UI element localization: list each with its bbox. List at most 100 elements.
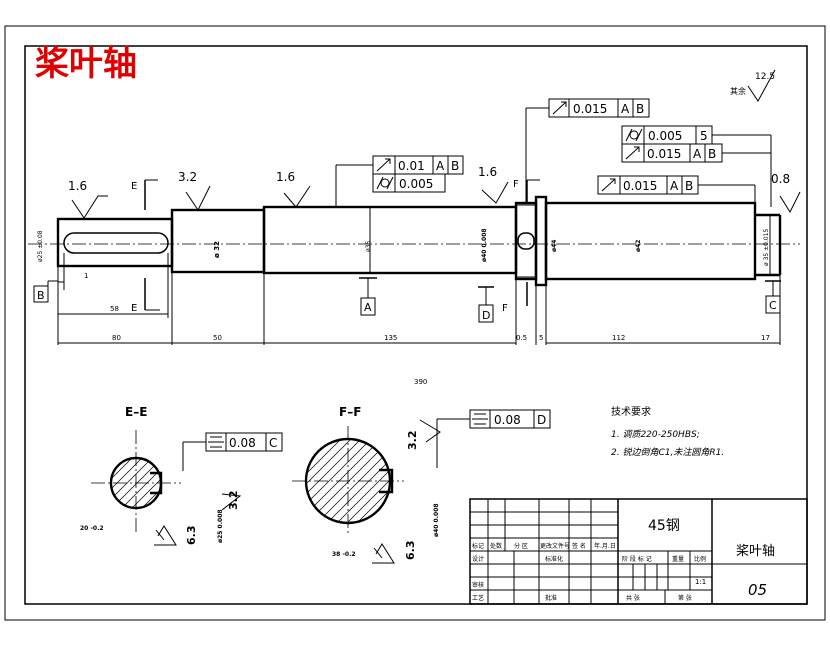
svg-text:0.8: 0.8	[771, 172, 790, 186]
roughness-other-value: 12.5	[755, 72, 775, 82]
svg-text:20 -0.2: 20 -0.2	[80, 525, 104, 532]
svg-text:F: F	[513, 179, 519, 190]
svg-text:1.6: 1.6	[276, 170, 295, 184]
svg-text:分 区: 分 区	[514, 542, 528, 550]
svg-text:ø25 0.008: ø25 0.008	[217, 509, 224, 543]
dia-35r-label: ø 35 ±0.015	[763, 228, 770, 266]
svg-text:0.01: 0.01	[398, 159, 425, 173]
svg-text:E–E: E–E	[125, 405, 147, 419]
scale-text: 1:1	[695, 578, 706, 586]
roughness-1: 1.6	[68, 179, 108, 219]
svg-text:设计: 设计	[472, 555, 484, 563]
general-roughness: 其余 12.5	[730, 69, 776, 102]
dia-35-label: ø35	[365, 241, 372, 252]
svg-text:F: F	[502, 303, 508, 314]
svg-text:0.5: 0.5	[516, 334, 527, 342]
dia-40-label: ø40 0.008	[481, 228, 488, 262]
svg-text:A: A	[670, 179, 679, 193]
tol-frame-runout-2: 0.015 A B	[621, 134, 772, 207]
svg-text:批准: 批准	[545, 594, 557, 602]
svg-text:E: E	[131, 303, 137, 314]
svg-text:签 名: 签 名	[572, 542, 586, 550]
svg-text:6.3: 6.3	[185, 526, 198, 546]
section-ff: F–F 0.08 D 3.2 6	[292, 405, 551, 564]
svg-text:0.015: 0.015	[647, 147, 681, 161]
svg-text:80: 80	[112, 334, 121, 342]
drawing-title: 桨叶轴	[35, 44, 137, 84]
dimensions: 1 58 80 50 135 0.5 5 112 17 390	[57, 253, 781, 386]
svg-text:0.005: 0.005	[399, 177, 433, 191]
tol-frame-runout-3: 0.015 A B	[597, 175, 756, 203]
svg-text:0.015: 0.015	[573, 102, 607, 116]
shaft-outline	[56, 195, 782, 287]
symmetry-icon	[208, 436, 224, 448]
tol-frame-cyl-0005: 0.005	[372, 173, 446, 193]
svg-text:A: A	[621, 102, 630, 116]
tol-frame-cyl-5: 0.005 5	[621, 125, 713, 145]
svg-text:D: D	[537, 413, 546, 427]
runout-icon	[625, 146, 640, 160]
svg-text:A: A	[693, 147, 702, 161]
roughness-2: 3.2	[178, 170, 211, 211]
svg-text:38 -0.2: 38 -0.2	[332, 551, 356, 558]
svg-text:50: 50	[213, 334, 222, 342]
runout-icon	[552, 101, 567, 115]
technical-notes: 技术要求 1. 调质220-250HBS; 2. 锐边倒角C1,未注圆角R1.	[611, 405, 724, 458]
svg-text:工艺: 工艺	[472, 594, 484, 602]
cylindricity-icon	[625, 128, 643, 142]
svg-text:技术要求: 技术要求	[611, 405, 651, 418]
drawing-number-text: 05	[748, 581, 767, 599]
svg-text:B: B	[451, 159, 459, 173]
svg-text:390: 390	[414, 378, 427, 386]
runout-icon	[601, 178, 616, 192]
svg-text:B: B	[636, 102, 644, 116]
svg-text:0.08: 0.08	[229, 436, 256, 450]
svg-text:A: A	[364, 301, 372, 314]
roughness-5: 0.8	[771, 172, 801, 214]
svg-text:1. 调质220-250HBS;: 1. 调质220-250HBS;	[611, 429, 700, 440]
svg-text:3.2: 3.2	[406, 431, 419, 451]
svg-text:标记: 标记	[472, 542, 484, 550]
dia-left-label: ø25 ±0.08	[37, 230, 44, 262]
roughness-3: 1.6	[276, 170, 311, 208]
runout-icon	[376, 158, 391, 172]
svg-text:年.月.日: 年.月.日	[594, 542, 616, 550]
roughness-other-label: 其余	[730, 86, 746, 96]
symmetry-icon	[472, 413, 488, 425]
svg-text:2. 锐边倒角C1,未注圆角R1.: 2. 锐边倒角C1,未注圆角R1.	[611, 447, 724, 458]
title-block: 45钢 桨叶轴 05 1:1 标记 处数 分 区 更改文件号 签 名 年.月.日…	[469, 498, 808, 605]
svg-text:1: 1	[84, 272, 88, 280]
outer-border	[4, 25, 826, 621]
svg-text:B: B	[37, 289, 45, 302]
svg-text:5: 5	[539, 334, 543, 342]
svg-text:112: 112	[612, 334, 625, 342]
svg-text:3.2: 3.2	[227, 491, 240, 511]
dia-42-label: ø42	[635, 240, 642, 252]
svg-text:135: 135	[384, 334, 397, 342]
svg-text:0.08: 0.08	[494, 413, 521, 427]
svg-text:共 张: 共 张	[626, 594, 640, 602]
svg-text:ø40 0.008: ø40 0.008	[433, 503, 440, 537]
section-ee: E–E 0.08 C 6.3 3.2 20 -0.2 ø25 0.008	[80, 405, 283, 546]
svg-text:C: C	[269, 436, 277, 450]
datum-c: C	[765, 280, 781, 314]
svg-text:阶 段 标 记: 阶 段 标 记	[622, 555, 652, 563]
datum-d: D	[478, 286, 494, 323]
dia-44-label: ø44	[551, 240, 558, 252]
inner-border	[24, 45, 808, 605]
svg-text:B: B	[708, 147, 716, 161]
svg-text:5: 5	[700, 129, 708, 143]
svg-text:B: B	[685, 179, 693, 193]
svg-text:A: A	[436, 159, 445, 173]
datum-b: B	[33, 280, 58, 303]
tol-frame-runout-top: 0.015 A B	[525, 98, 650, 203]
svg-text:3.2: 3.2	[178, 170, 197, 184]
svg-text:C: C	[769, 299, 777, 312]
svg-text:比例: 比例	[694, 555, 706, 563]
svg-text:F–F: F–F	[339, 405, 361, 419]
dia-32-label: ø 32	[213, 241, 221, 258]
section-cut-f: F F	[502, 179, 540, 314]
svg-text:审核: 审核	[472, 581, 484, 589]
section-cut-e: E E	[131, 179, 160, 314]
